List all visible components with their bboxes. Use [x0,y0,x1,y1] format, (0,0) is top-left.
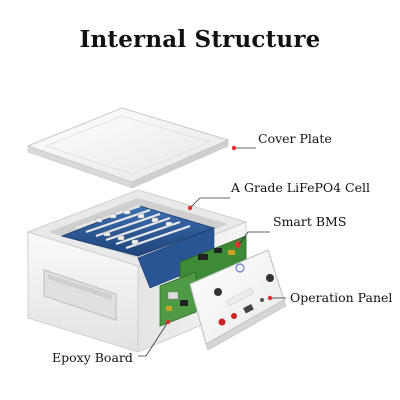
port-icon [243,304,254,314]
terminal-icon [266,274,274,282]
label-epoxy-board: Epoxy Board [52,350,133,365]
label-smart-bms: Smart BMS [273,214,347,229]
screw-icon [260,298,264,302]
terminal-negative-icon [214,288,222,296]
cover-plate [26,107,230,189]
lifepo4-cell-pack [48,198,228,289]
operation-panel [189,249,287,351]
epoxy-board [159,271,197,327]
label-operation-panel: Operation Panel [290,290,393,305]
label-cover-plate: Cover Plate [258,131,332,146]
terminal-positive-icon [218,318,226,326]
leader-lines [138,147,286,357]
power-button-icon [235,263,245,273]
label-lifepo4-cell: A Grade LiFePO4 Cell [231,180,371,195]
diagram-title: Internal Structure [79,26,321,53]
terminal-positive-small-icon [231,313,237,319]
leader-dots [165,145,273,325]
